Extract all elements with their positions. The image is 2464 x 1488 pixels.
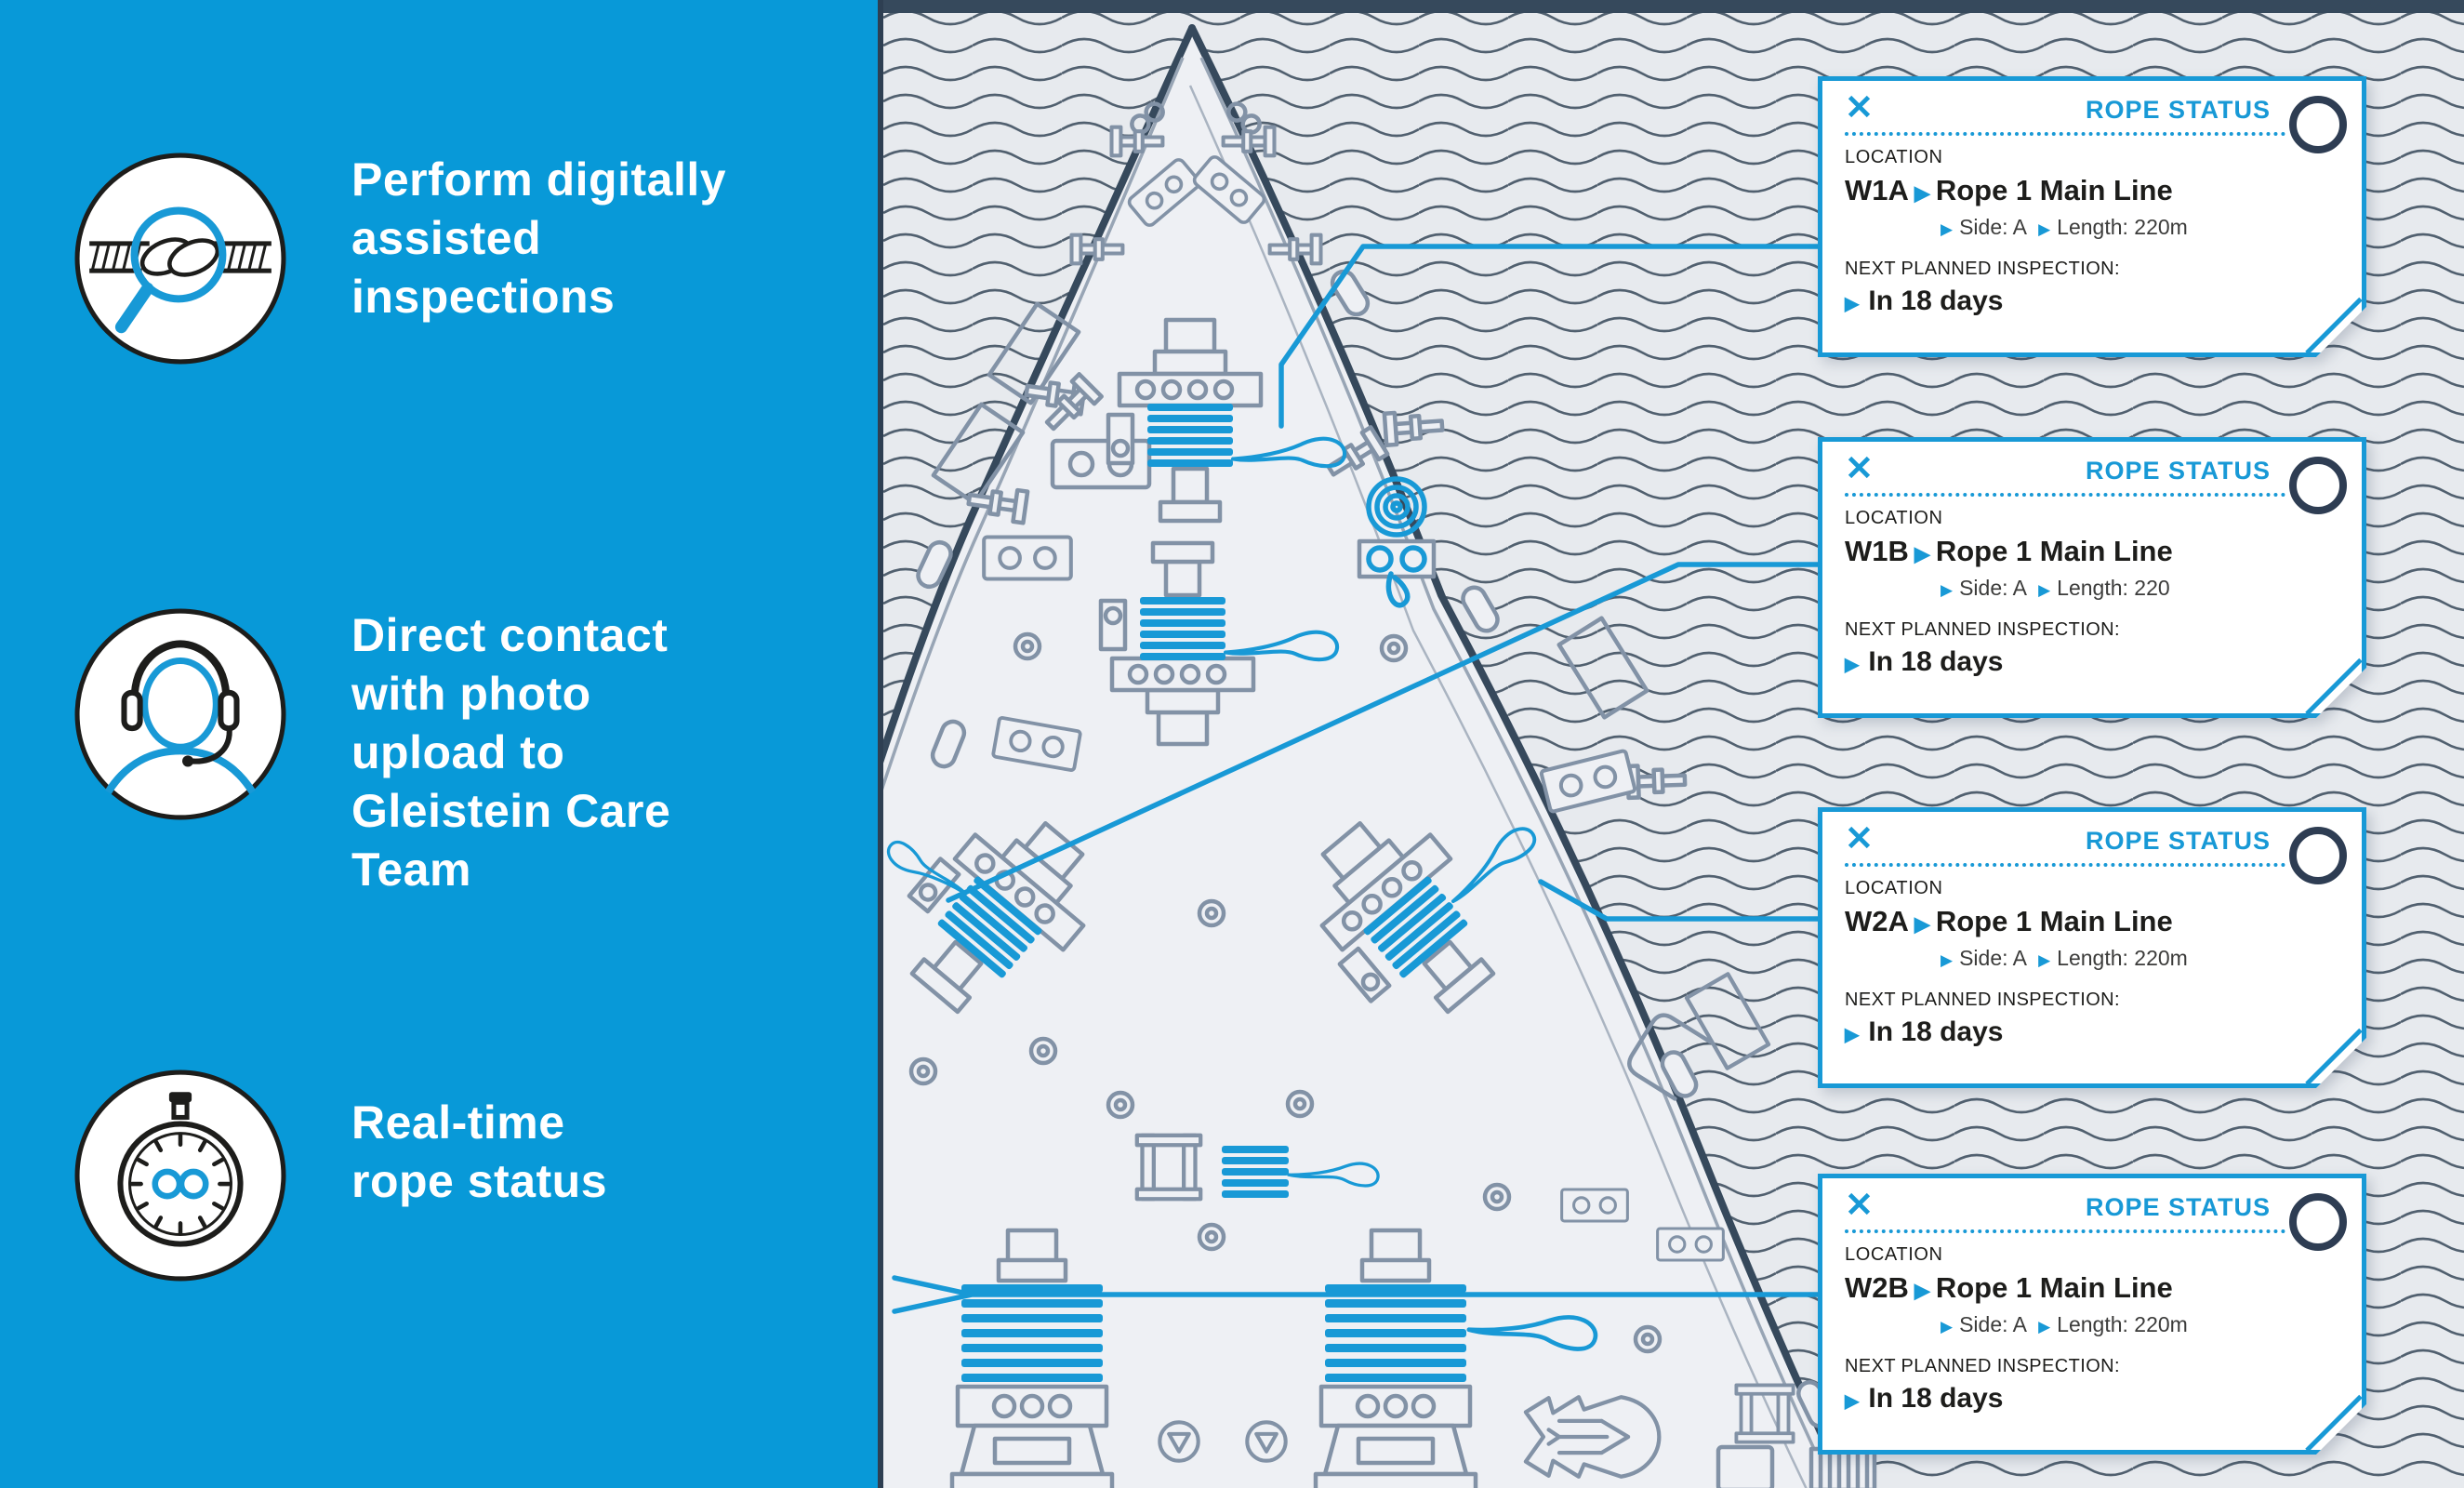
location-details: ▶Side: A ▶Length: 220m: [1934, 1312, 2343, 1337]
feature-realtime-status: Real-time rope status: [73, 1068, 649, 1283]
feature-label: Real-time rope status: [351, 1096, 608, 1207]
leader-lines-and-ropes: [883, 244, 1835, 1351]
location-details: ▶Side: A ▶Length: 220m: [1934, 946, 2343, 971]
feature-direct-contact: Direct contact with photo upload to Glei…: [73, 606, 751, 899]
location-value: W2B▶Rope 1 Main Line: [1845, 1271, 2173, 1304]
triangle-bullet-icon: ▶: [2038, 581, 2051, 599]
feature-inspections: Perform digitally assisted inspections: [73, 151, 751, 366]
feature-label: Direct contact with photo upload to Glei…: [351, 609, 671, 896]
triangle-bullet-icon: ▶: [1941, 220, 1954, 238]
rope-status-card-w2b: ✕ ROPE STATUS LOCATION W2B▶Rope 1 Main L…: [1818, 1174, 2366, 1455]
location-label: LOCATION: [1845, 1244, 1943, 1265]
status-indicator: [2289, 96, 2347, 153]
card-title: ROPE STATUS: [2085, 827, 2271, 855]
triangle-bullet-icon: ▶: [1914, 1279, 1930, 1302]
triangle-bullet-icon: ▶: [2038, 1318, 2051, 1335]
triangle-bullet-icon: ▶: [1941, 1318, 1954, 1335]
location-value: W2A▶Rope 1 Main Line: [1845, 905, 2173, 937]
card-title: ROPE STATUS: [2085, 457, 2271, 485]
close-icon[interactable]: ✕: [1845, 88, 1874, 126]
card-title: ROPE STATUS: [2085, 96, 2271, 124]
location-value: W1A▶Rope 1 Main Line: [1845, 174, 2173, 206]
location-label: LOCATION: [1845, 508, 1943, 528]
location-label: LOCATION: [1845, 878, 1943, 898]
close-icon[interactable]: ✕: [1845, 819, 1874, 857]
rope-line-w2b: [892, 1275, 1835, 1314]
rope-status-card-w1b: ✕ ROPE STATUS LOCATION W1B▶Rope 1 Main L…: [1818, 437, 2366, 718]
next-inspection-value: ▶In 18 days: [1845, 1383, 2004, 1414]
triangle-bullet-icon: ▶: [1845, 1391, 1860, 1412]
headset-agent-icon: [74, 608, 286, 820]
triangle-bullet-icon: ▶: [2038, 951, 2051, 969]
location-value: W1B▶Rope 1 Main Line: [1845, 535, 2173, 567]
rope-status-card-w2a: ✕ ROPE STATUS LOCATION W2A▶Rope 1 Main L…: [1818, 807, 2366, 1088]
status-indicator: [2289, 827, 2347, 884]
rope-status-card-w1a: ✕ ROPE STATUS LOCATION W1A▶Rope 1 Main L…: [1818, 76, 2366, 357]
status-indicator: [2289, 457, 2347, 514]
triangle-bullet-icon: ▶: [1914, 181, 1930, 205]
dotted-divider: [1845, 1229, 2285, 1233]
close-icon[interactable]: ✕: [1845, 1186, 1874, 1224]
stopwatch-infinity-icon: [74, 1070, 286, 1282]
triangle-bullet-icon: ▶: [1845, 655, 1860, 675]
mooring-winches: [883, 320, 1874, 1488]
leader-w1b: [946, 562, 1835, 903]
next-inspection-label: NEXT PLANNED INSPECTION:: [1845, 1356, 2120, 1376]
dotted-divider: [1845, 493, 2285, 497]
triangle-bullet-icon: ▶: [1941, 951, 1954, 969]
next-inspection-label: NEXT PLANNED INSPECTION:: [1845, 259, 2120, 279]
triangle-bullet-icon: ▶: [1941, 581, 1954, 599]
triangle-bullet-icon: ▶: [1845, 294, 1860, 314]
next-inspection-label: NEXT PLANNED INSPECTION:: [1845, 990, 2120, 1010]
rope-magnifier-icon: [74, 153, 286, 365]
location-label: LOCATION: [1845, 147, 1943, 167]
feature-label: Perform digitally assisted inspections: [351, 153, 727, 323]
triangle-bullet-icon: ▶: [1845, 1025, 1860, 1045]
leader-w2a: [1538, 879, 1835, 922]
location-details: ▶Side: A ▶Length: 220: [1934, 576, 2343, 601]
next-inspection-value: ▶In 18 days: [1845, 286, 2004, 316]
next-inspection-label: NEXT PLANNED INSPECTION:: [1845, 619, 2120, 640]
triangle-bullet-icon: ▶: [1914, 912, 1930, 936]
leader-w1a: [1278, 244, 1835, 429]
next-inspection-value: ▶In 18 days: [1845, 1016, 2004, 1047]
dotted-divider: [1845, 863, 2285, 867]
card-title: ROPE STATUS: [2085, 1193, 2271, 1221]
dotted-divider: [1845, 132, 2285, 136]
close-icon[interactable]: ✕: [1845, 449, 1874, 487]
next-inspection-value: ▶In 18 days: [1845, 646, 2004, 677]
triangle-bullet-icon: ▶: [1914, 542, 1930, 565]
status-indicator: [2289, 1193, 2347, 1251]
feature-sidebar: Perform digitally assisted inspections D…: [0, 0, 883, 1488]
triangle-bullet-icon: ▶: [2038, 220, 2051, 238]
location-details: ▶Side: A ▶Length: 220m: [1934, 215, 2343, 240]
